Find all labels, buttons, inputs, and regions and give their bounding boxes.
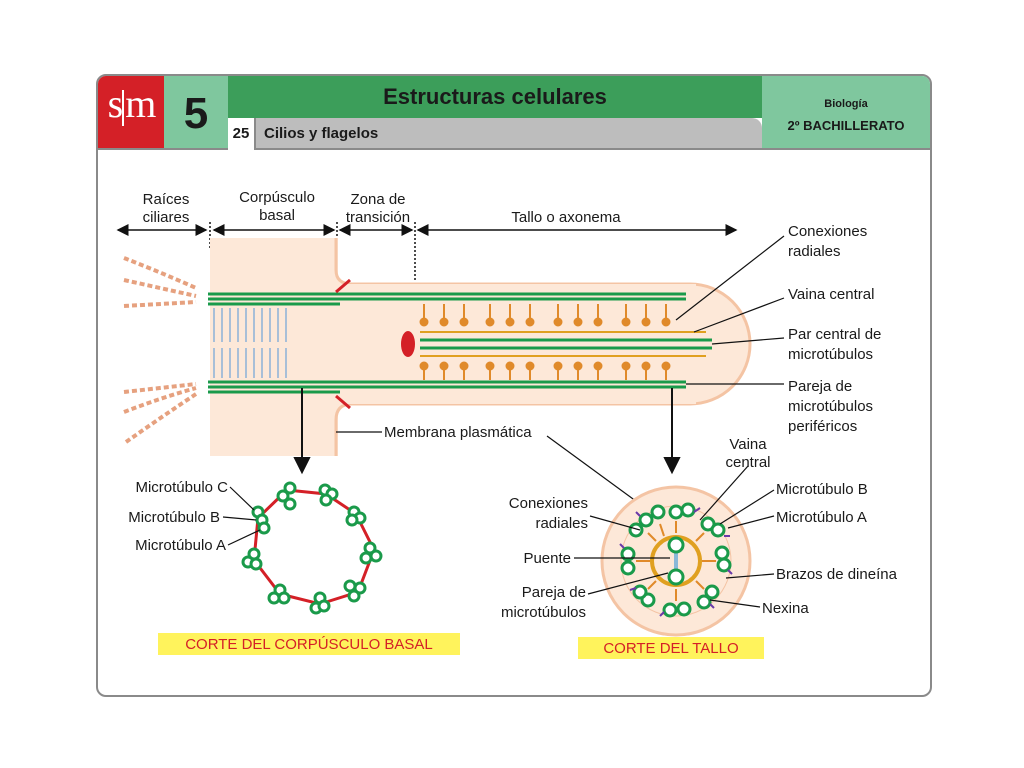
basal-body-cross-section: Microtúbulo C Microtúbulo B Microtúbulo …	[128, 479, 460, 655]
label-dynein-arms: Brazos de dineína	[776, 566, 898, 583]
section-title: Cilios y flagelos	[264, 125, 379, 142]
label-nexin: Nexina	[762, 600, 809, 617]
section-arrows	[293, 388, 681, 475]
page-title: Estructuras celulares	[228, 76, 762, 118]
label-shaft-microtubule-a: Microtúbulo A	[776, 509, 867, 526]
label-microtubule-c: Microtúbulo C	[135, 479, 228, 496]
subject-box: Biología 2º BACHILLERATO	[762, 76, 930, 148]
section-number: 25	[228, 118, 256, 150]
radial-spokes	[419, 304, 671, 380]
leader-lines	[336, 235, 785, 505]
label-microtubule-a: Microtúbulo A	[135, 537, 226, 554]
region-arrows	[116, 222, 738, 282]
caption-shaft-section: CORTE DEL TALLO	[603, 640, 738, 657]
caption-basal-section: CORTE DEL CORPÚSCULO BASAL	[185, 636, 433, 653]
label-shaft-microtubule-b: Microtúbulo B	[776, 481, 868, 498]
label-bridge: Puente	[523, 550, 571, 567]
label-microtubule-b: Microtúbulo B	[128, 509, 220, 526]
label-axoneme: Tallo o axonema	[511, 209, 621, 226]
label-plasma-membrane: Membrana plasmática	[384, 424, 532, 441]
section-bar: 25 Cilios y flagelos	[228, 118, 762, 150]
cilium-longitudinal	[123, 238, 752, 456]
subject-label: Biología	[824, 98, 868, 110]
level-label: 2º BACHILLERATO	[787, 118, 905, 133]
unit-number: 5	[164, 76, 228, 148]
label-central-sheath: Vaina central	[788, 286, 874, 303]
